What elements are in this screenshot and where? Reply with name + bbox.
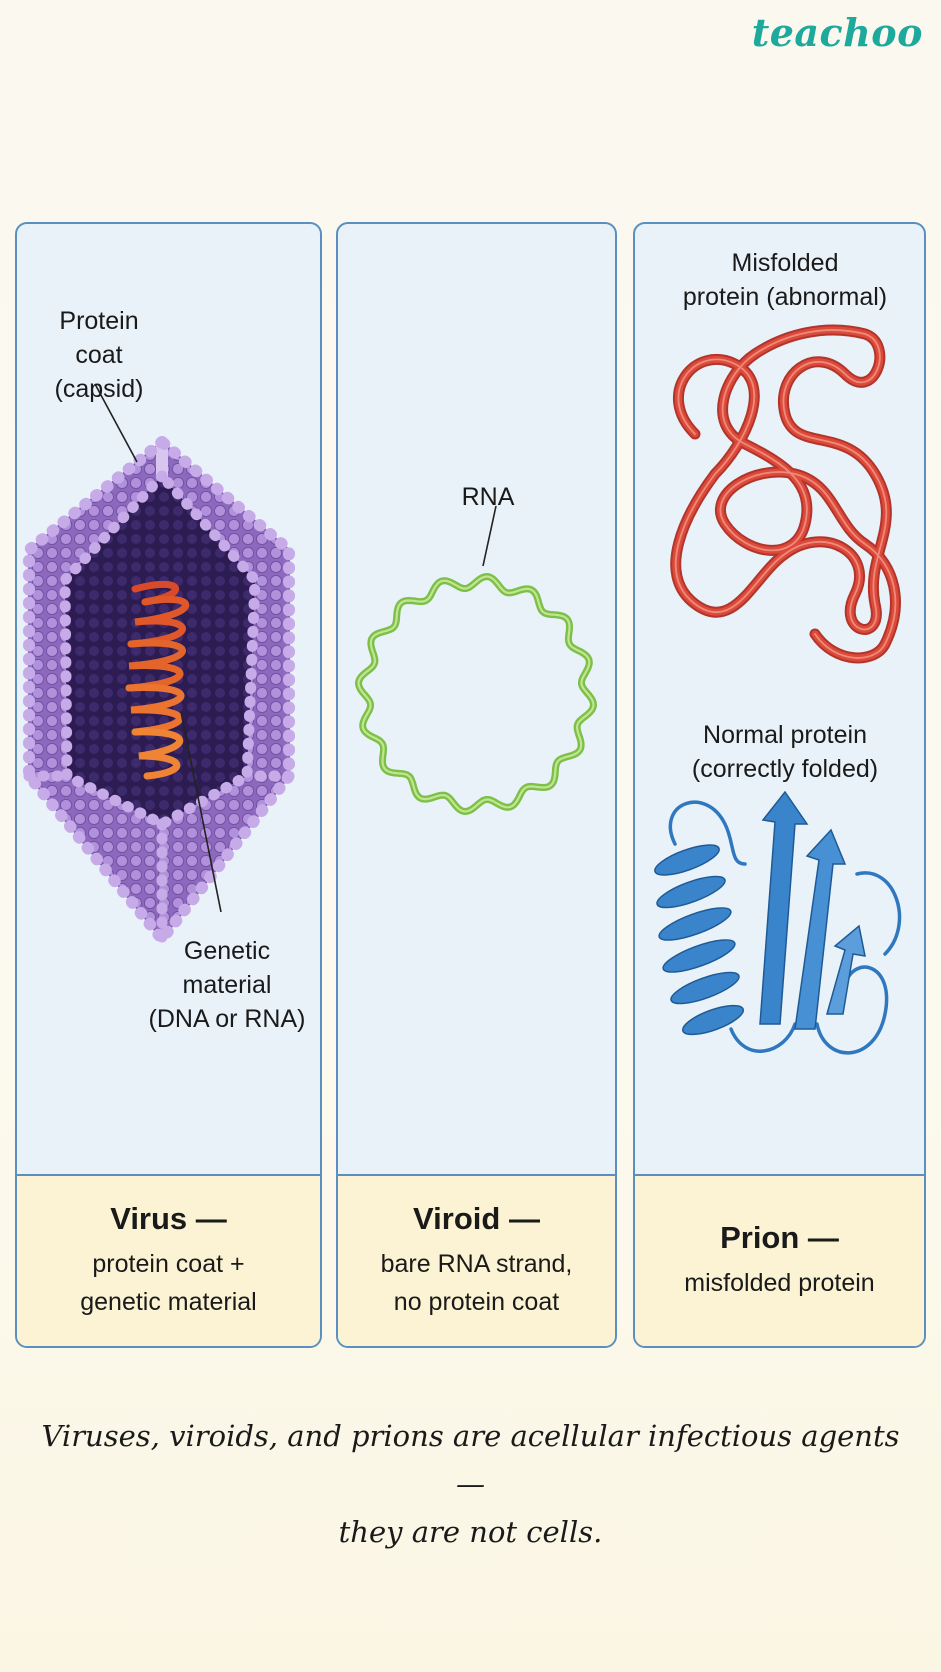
viroid-caption-line: bare RNA strand, xyxy=(380,1250,573,1278)
teachoo-logo: teachoo xyxy=(751,10,923,55)
normal-protein-label: Normal protein (correctly folded) xyxy=(691,721,879,783)
virus-capsid-illustration xyxy=(23,383,295,949)
protein-coat-label: Protein coat (capsid) xyxy=(54,307,144,403)
genetic-leader-line xyxy=(180,711,222,913)
normal-protein-fold xyxy=(654,790,902,1055)
misfolded-protein-tangle xyxy=(670,324,901,664)
prion-caption-title: Prion — xyxy=(720,1220,839,1255)
footer-line: Viruses, viroids, and prions are acellul… xyxy=(41,1419,900,1501)
virus-caption-line: genetic material xyxy=(80,1288,257,1316)
rna-label: RNA xyxy=(461,483,515,511)
genetic-material-label: Genetic material (DNA or RNA) xyxy=(148,937,306,1033)
prion-proteins-illustration xyxy=(654,324,902,1055)
genetic-material-coil xyxy=(125,580,190,780)
prion-panel: Misfolded protein (abnormal) Normal prot… xyxy=(633,222,926,1348)
virus-panel: Protein coat (capsid) Genetic material (… xyxy=(15,222,322,1348)
footer-line: they are not cells. xyxy=(338,1515,603,1549)
prion-caption-line: misfolded protein xyxy=(684,1269,875,1297)
virus-caption: Virus — protein coat + genetic material xyxy=(17,1174,320,1346)
viroid-rna-illustration xyxy=(354,505,598,816)
footer-note: Viruses, viroids, and prions are acellul… xyxy=(40,1412,901,1556)
virus-caption-title: Virus — xyxy=(110,1201,227,1236)
viroid-caption-line: no protein coat xyxy=(393,1288,560,1316)
viroid-panel: RNA Viroid — bare RNA strand, no protein… xyxy=(336,222,617,1348)
capsid-leader-line xyxy=(94,383,138,463)
viroid-caption-title: Viroid — xyxy=(413,1201,540,1236)
viroid-caption: Viroid — bare RNA strand, no protein coa… xyxy=(338,1174,615,1346)
rna-ring xyxy=(354,572,598,816)
prion-caption: Prion — misfolded protein xyxy=(635,1174,924,1346)
misfolded-protein-label: Misfolded protein (abnormal) xyxy=(682,249,888,311)
virus-caption-line: protein coat + xyxy=(92,1250,245,1278)
rna-leader-line xyxy=(482,505,497,567)
